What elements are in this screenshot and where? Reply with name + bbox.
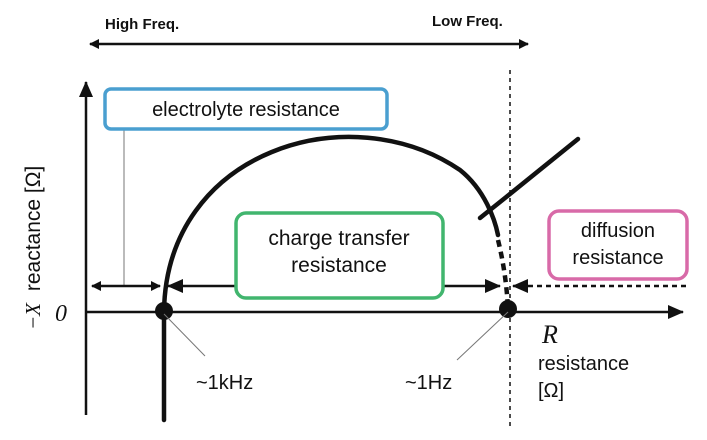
x-axis-unit: [Ω] [538, 380, 564, 402]
electrolyte-resistance-box [103, 87, 389, 131]
high-freq-intercept-point [155, 302, 173, 320]
x-axis-label: resistance [538, 353, 629, 375]
diffusion-label-line1: diffusion [581, 220, 655, 242]
x-axis-symbol: R [541, 320, 558, 349]
charge-transfer-label-line2: resistance [291, 254, 387, 277]
hz-leader-line [456, 311, 509, 361]
y-axis-label: −X reactance [Ω] [21, 166, 45, 330]
electrolyte-resistance-label: electrolyte resistance [152, 99, 340, 121]
high-freq-label: High Freq. [105, 16, 179, 33]
diffusion-resistance-box [547, 209, 689, 281]
warburg-diffusion-line [477, 136, 581, 221]
hz-label: ~1Hz [405, 372, 452, 394]
impedance-semicircle [161, 134, 501, 423]
khz-label: ~1kHz [196, 372, 253, 394]
semicircle-dashed-end [495, 239, 511, 311]
charge-transfer-label-line1: charge transfer [268, 227, 409, 250]
origin-label: 0 [55, 301, 67, 327]
low-freq-intercept-point [499, 300, 517, 318]
charge-transfer-box [234, 211, 445, 300]
low-freq-label: Low Freq. [432, 13, 503, 30]
diffusion-label-line2: resistance [572, 247, 663, 269]
khz-leader-line [163, 313, 206, 357]
